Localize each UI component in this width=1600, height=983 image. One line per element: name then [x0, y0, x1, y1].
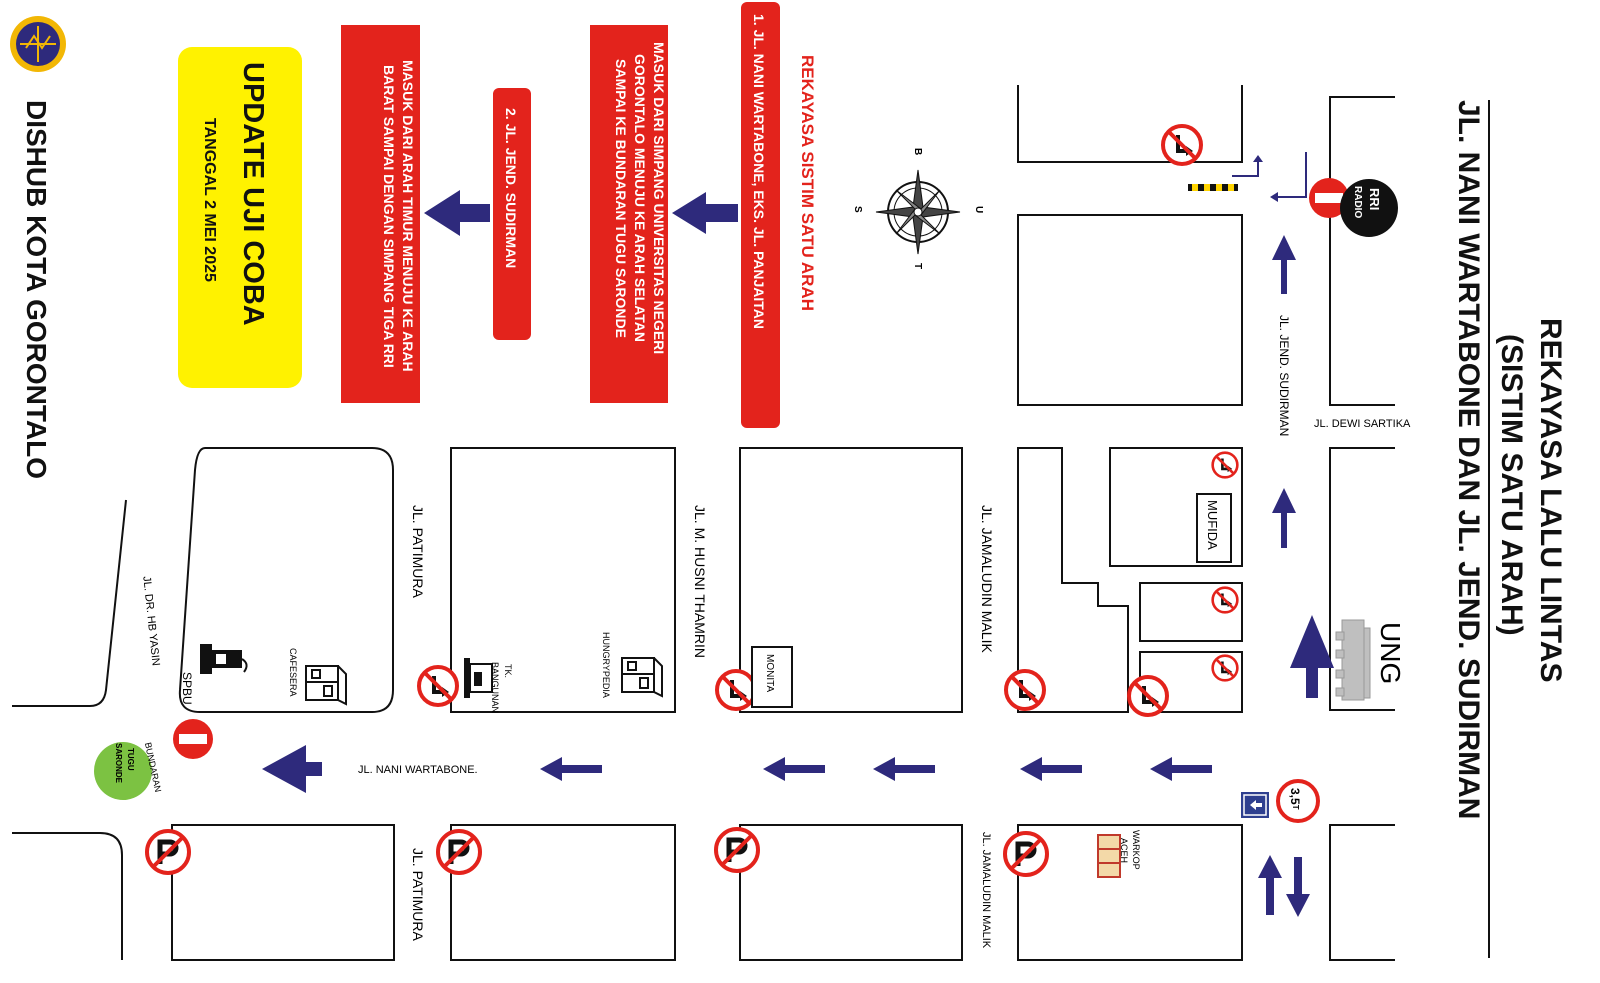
compass-rose [875, 169, 961, 255]
monita-label: MONITA [764, 654, 775, 693]
legend-item2-desc-bg [341, 25, 420, 403]
tk-bangunan-label-1: TK. [503, 664, 513, 679]
turn-arrow-1 [1232, 160, 1259, 177]
legend-arrow-1 [672, 192, 738, 234]
fuel-pump-icon [200, 644, 248, 674]
tk-bangunan-icon [464, 658, 493, 698]
no-right-turn-sign [1161, 124, 1203, 166]
org-name: DISHUB KOTA GORONTALO [21, 100, 52, 480]
road-edge-hb-yasin [12, 499, 127, 707]
no-right-turn-sign [1004, 669, 1046, 711]
street-nani-wartabone: JL. NANI WARTABONE. [358, 764, 478, 776]
block-b2 [739, 824, 963, 961]
barrier [1188, 184, 1238, 191]
block-rri [1329, 96, 1395, 406]
no-right-turn-sign [715, 669, 757, 711]
block-jamaludin [1017, 447, 1129, 713]
title-line1: REKAYASA LALU LINTAS [1534, 318, 1567, 683]
street-dewi-sartika: JL. DEWI SARTIKA [1314, 418, 1411, 430]
street-patimura-top: JL. PATIMURA [410, 505, 426, 598]
warkop-icon [1097, 834, 1121, 878]
no-parking-sign [716, 829, 758, 871]
road-edge-bottom-left [12, 832, 123, 960]
block-b3 [450, 824, 676, 961]
legend-item1-title-bg [741, 2, 780, 428]
spbu-label: SPBU [180, 672, 194, 705]
weight-limit-sign [1276, 779, 1320, 823]
rri-label-top: RRI [1367, 188, 1382, 211]
cafesera-label: CAFESERA [288, 648, 298, 697]
mufida-box [1196, 493, 1232, 563]
dishub-logo [10, 16, 66, 72]
update-date: TANGGAL 2 MEI 2025 [201, 118, 218, 282]
street-jamaludin-bottom: JL. JAMALUDIN MALIK [980, 832, 992, 949]
subtitle: JL. NANI WARTABONE DAN JL. JEND. SUDIRMA… [1452, 100, 1485, 820]
no-parking-sign [1005, 833, 1047, 875]
cafesera-icon [305, 665, 347, 706]
monita-box [751, 646, 793, 708]
arrow-up-1 [1272, 235, 1296, 294]
tugu-saronde-circle [94, 742, 152, 800]
street-sudirman: JL. JEND. SUDIRMAN [1277, 315, 1291, 437]
compass-s: S [852, 206, 863, 213]
legend-item2-title: 2. JL. JEND. SUDIRMAN [503, 108, 519, 269]
hungrypedia-label: HUNGRYPEDIA [601, 632, 611, 698]
block-b-right [1329, 824, 1395, 961]
legend-arrow-2 [424, 190, 490, 236]
compass-n: U [973, 206, 984, 214]
mufida-label: MUFIDA [1205, 500, 1220, 550]
update-box-bg [178, 47, 302, 388]
tk-bangunan-label-2: BANGUNAN [490, 662, 500, 714]
compass-w: B [912, 148, 923, 156]
rri-logo [1340, 179, 1398, 237]
legend-item1-title: 1. JL. NANI WARTABONE, EKS. JL. PANJAITA… [751, 14, 767, 330]
street-jamaludin-top: JL. JAMALUDIN MALIK [979, 505, 995, 653]
legend-item1-desc: MASUK DARI SIMPANG UNIVERSITAS NEGERI GO… [613, 41, 667, 355]
no-parking-sign [438, 831, 480, 873]
block-b4 [171, 824, 395, 961]
block-b1 [1017, 824, 1243, 961]
rri-label-bottom: RADIO [1352, 186, 1363, 219]
arrow-down-two-way [1286, 857, 1310, 917]
warkop-label-2: ACEH [1119, 838, 1129, 864]
warkop-label-1: WARKOP [1131, 830, 1141, 870]
hungrypedia-icon [621, 657, 663, 698]
legend-item2-desc: MASUK DARI ARAH TIMUR MENUJU KE ARAH BAR… [381, 60, 416, 372]
turn-arrow-2 [1276, 152, 1307, 198]
arrow-up-big [1290, 615, 1334, 698]
ung-label: UNG [1375, 622, 1406, 685]
no-entry-sign [173, 719, 213, 759]
update-title: UPDATE UJI COBA [237, 62, 269, 326]
no-right-turn-sign [417, 665, 459, 707]
one-way-info-sign [1241, 792, 1269, 818]
no-right-turn-sign [1127, 675, 1169, 717]
compass-e: T [912, 263, 923, 270]
sudirman-arrows [1258, 235, 1334, 917]
title-line2: (SISTIM SATU ARAH) [1495, 334, 1528, 636]
legend-item1-desc-bg [590, 25, 668, 403]
ung-building-icon [1335, 619, 1371, 701]
nani-arrows [262, 745, 1212, 793]
block-top-1 [1017, 85, 1243, 163]
tugu-label-1: TUGU [126, 748, 135, 771]
city-blocks [12, 85, 1395, 961]
tugu-label-2: SARONDE [114, 743, 123, 784]
block-spbu [178, 447, 394, 713]
no-parking-sign [147, 831, 189, 873]
block-top-2 [1017, 214, 1243, 406]
street-patimura-bottom: JL. PATIMURA [410, 848, 426, 941]
arrow-up-2 [1272, 488, 1296, 548]
legend-item2-title-bg [493, 88, 531, 340]
legend-heading: REKAYASA SISTIM SATU ARAH [798, 55, 817, 311]
arrow-up-two-way [1258, 855, 1282, 915]
street-husni-thamrin: JL. M. HUSNI THAMRIN [692, 505, 708, 658]
weight-limit-value: 3,5T [1288, 788, 1302, 810]
arrow-left-big [262, 745, 322, 793]
